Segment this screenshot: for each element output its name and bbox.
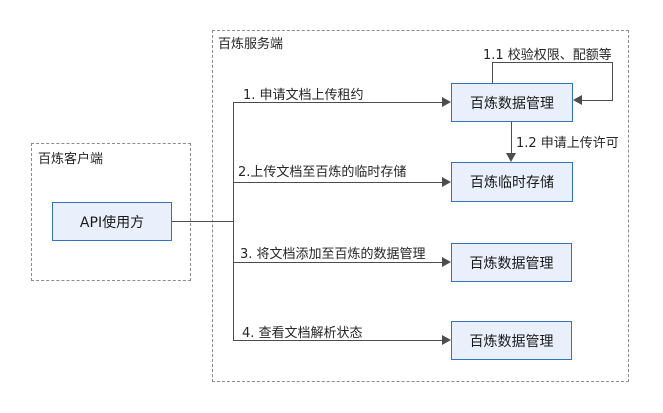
node-data-management-1-label: 百炼数据管理: [470, 95, 554, 112]
node-data-management-1: 百炼数据管理: [451, 83, 573, 122]
edge-step1-2-line: [511, 122, 512, 154]
node-data-management-3: 百炼数据管理: [451, 243, 572, 282]
api-connector-line: [172, 221, 233, 222]
edge-step1-2-label: 1.2 申请上传许可: [516, 136, 619, 151]
client-group-label: 百炼客户端: [38, 152, 104, 167]
trunk-vertical-line: [233, 102, 234, 340]
node-data-management-3-label: 百炼数据管理: [469, 255, 554, 272]
node-data-management-4: 百炼数据管理: [451, 321, 572, 360]
node-api-consumer: API使用方: [52, 202, 172, 241]
loop-edge-right-segment: [612, 62, 613, 101]
edge-step2-line: [233, 182, 442, 183]
node-data-management-4-label: 百炼数据管理: [469, 333, 554, 350]
edge-step3-line: [233, 262, 442, 263]
arrowhead-step1-2-icon: [506, 153, 516, 162]
arrowhead-step2-icon: [442, 177, 451, 187]
arrowhead-step3-icon: [442, 257, 451, 267]
edge-step1-label: 1. 申请文档上传租约: [243, 88, 364, 103]
edge-step2-label: 2.上传文档至百炼的临时存储: [238, 165, 407, 180]
edge-step4-line: [233, 340, 442, 341]
loop-edge-return-segment: [581, 100, 613, 101]
arrowhead-step4-icon: [442, 335, 451, 345]
node-temp-storage: 百炼临时存储: [451, 162, 573, 202]
edge-step4-label: 4. 查看文档解析状态: [242, 326, 363, 341]
server-group-label: 百炼服务端: [218, 37, 284, 52]
arrowhead-step1-icon: [442, 97, 451, 107]
node-api-consumer-label: API使用方: [79, 214, 145, 231]
loop-edge-top-segment: [492, 62, 613, 63]
server-group-box: [212, 30, 629, 382]
edge-step1-1-label: 1.1 校验权限、配额等: [483, 48, 612, 63]
edge-step1-line: [233, 102, 442, 103]
edge-step3-label: 3. 将文档添加至百炼的数据管理: [240, 247, 426, 262]
loop-edge-up-segment: [492, 62, 493, 83]
arrowhead-loop-icon: [573, 95, 582, 105]
client-group-box: [31, 143, 191, 281]
node-temp-storage-label: 百炼临时存储: [470, 175, 554, 191]
